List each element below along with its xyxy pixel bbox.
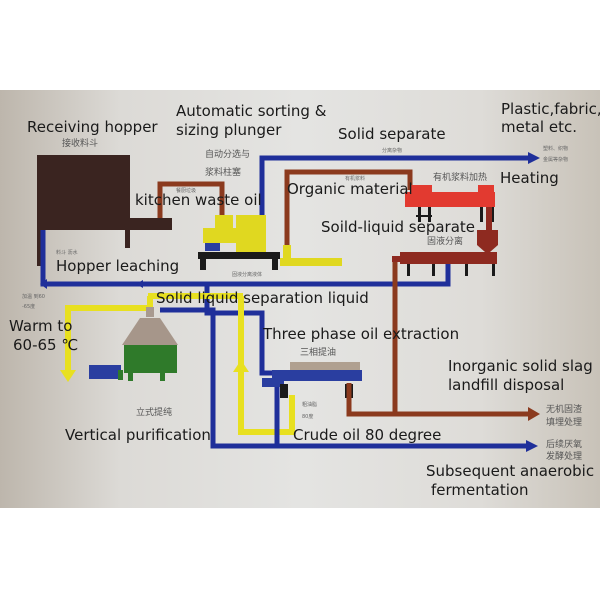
label-warm-line2: 60-65 ℃ (13, 336, 79, 354)
label-solid-separate: Solid separate (338, 125, 446, 143)
label-solid-separate-cn: 分离杂物 (382, 148, 403, 154)
label-heating: Heating (500, 169, 559, 187)
label-solid-liquid-separate-cn: 固液分离 (427, 237, 464, 247)
label-solid-liquid-liquid-cn: 固液分离液体 (232, 272, 263, 278)
pipe-centrifuge-out (160, 307, 526, 449)
label-sorting-cn2: 浆料柱塞 (205, 168, 242, 178)
label-crude-oil: Crude oil 80 degree (293, 426, 442, 444)
label-warm-cn1: 加温 到60 (22, 294, 45, 300)
label-receiving-hopper-cn: 接收料斗 (62, 139, 99, 149)
label-anaerobic-cn2: 发酵处理 (546, 452, 583, 462)
label-warm-line1: Warm to (9, 317, 73, 335)
label-anaerobic-line2: fermentation (431, 481, 529, 499)
label-anaerobic-cn1: 后续厌氧 (546, 440, 583, 450)
label-solid-liquid-liquid: Solid liquid separation liquid (156, 289, 369, 307)
label-organic-material: Organic material (287, 180, 413, 198)
label-vertical-purification-cn: 立式提纯 (136, 408, 173, 418)
label-hopper-leaching-cn: 料斗 沥水 (56, 250, 78, 256)
label-kitchen-waste-oil-cn: 餐厨垃圾 (176, 188, 197, 194)
label-inorganic-cn1: 无机固渣 (546, 405, 583, 415)
pipe-yellow-return (238, 296, 295, 435)
label-sorting-cn1: 自动分选与 (205, 150, 251, 160)
label-heating-cn: 有机浆料加热 (433, 173, 488, 183)
label-plastic-line2: metal etc. (501, 118, 577, 136)
pipe-organic-material (284, 169, 413, 245)
label-organic-material-cn: 有机浆料 (345, 176, 366, 182)
pipe-kitchen-waste (157, 181, 225, 218)
pipe-separator-liquid (40, 230, 451, 287)
vertical-centrifuge (89, 307, 178, 381)
label-crude-oil-cn2: 80度 (302, 414, 314, 420)
label-plastic-cn2: 金属等杂物 (543, 157, 569, 163)
receiving-hopper (37, 155, 172, 266)
pipe-solid-separate (259, 155, 528, 215)
sorting-plunger (198, 215, 342, 270)
label-kitchen-waste-oil: kitchen waste oil (135, 191, 262, 209)
label-vertical-purification: Vertical purification (65, 426, 211, 444)
solid-liquid-separator (392, 252, 497, 276)
label-three-phase: Three phase oil extraction (263, 325, 460, 343)
label-plastic-cn1: 塑料、织物 (543, 146, 569, 152)
label-sorting-line2: sizing plunger (176, 121, 282, 139)
label-inorganic-cn2: 填埋处理 (546, 418, 583, 428)
label-plastic-line1: Plastic,fabric, (501, 100, 600, 118)
label-crude-oil-cn1: 粗油脂 (302, 402, 318, 408)
label-solid-liquid-separate: Soild-liquid separate (321, 218, 476, 236)
pipe-to-three-phase (204, 284, 272, 376)
label-inorganic-line2: landfill disposal (448, 376, 565, 394)
label-warm-cn2: -65度 (22, 304, 36, 310)
label-sorting-line1: Automatic sorting & (176, 102, 327, 120)
label-hopper-leaching: Hopper leaching (56, 257, 180, 275)
pipe-slag-out (346, 383, 528, 417)
heater (405, 185, 498, 252)
label-inorganic-line1: Inorganic solid slag (448, 357, 593, 375)
pipe-yellow-warm (65, 296, 153, 372)
label-anaerobic-line1: Subsequent anaerobic (426, 462, 595, 480)
label-receiving-hopper: Receiving hopper (27, 118, 158, 136)
label-three-phase-cn: 三相提油 (300, 348, 337, 358)
